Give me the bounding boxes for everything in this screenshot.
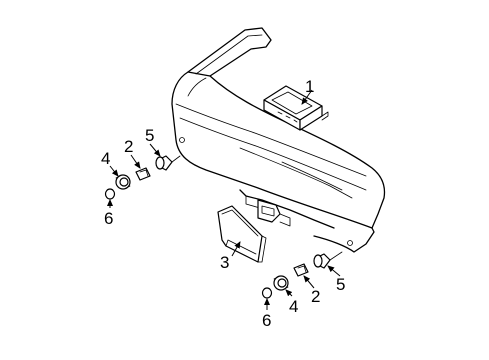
callout-2-right: 2 bbox=[311, 287, 320, 306]
callout-1: 1 bbox=[305, 77, 314, 96]
callout-5-left: 5 bbox=[145, 126, 154, 145]
callout-5-right: 5 bbox=[336, 275, 345, 294]
callout-2-left: 2 bbox=[124, 137, 133, 156]
callout-4-left: 4 bbox=[101, 149, 110, 168]
callout-labels: 1 2 5 4 6 3 2 5 4 6 bbox=[101, 77, 345, 330]
sensor-right-group bbox=[261, 251, 343, 299]
callout-4-right: 4 bbox=[289, 297, 298, 316]
bumper-cover bbox=[171, 27, 386, 253]
callout-3: 3 bbox=[220, 253, 229, 272]
callout-6-left: 6 bbox=[104, 209, 113, 228]
sensor-control-module bbox=[263, 85, 329, 131]
callout-6-right: 6 bbox=[262, 311, 271, 330]
leader-lines bbox=[107, 89, 341, 310]
sensor-left-group bbox=[104, 155, 181, 200]
bracket-panel bbox=[217, 205, 267, 263]
